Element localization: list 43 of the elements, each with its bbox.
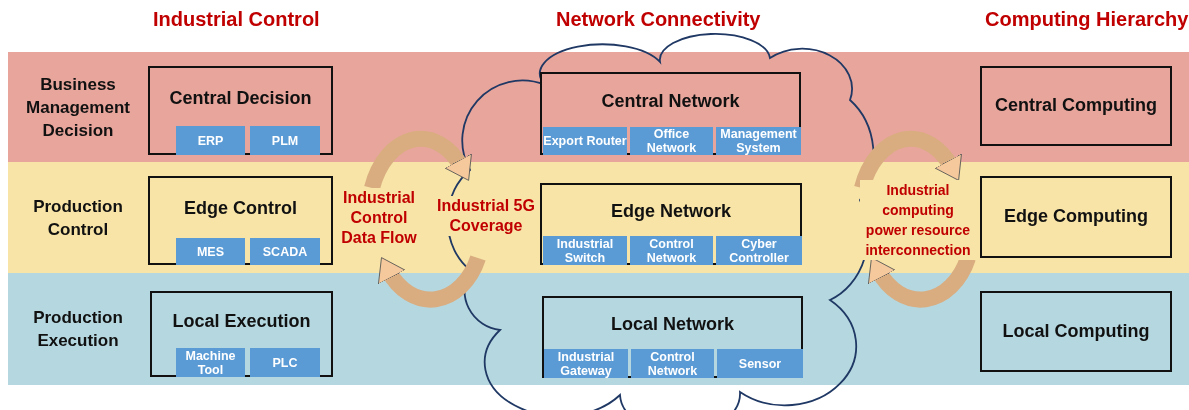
column-heading: Industrial Control bbox=[153, 8, 320, 31]
column-heading: Network Connectivity bbox=[556, 8, 761, 31]
layer-band bbox=[8, 52, 1189, 162]
component-tile: MES bbox=[176, 238, 245, 265]
box-title: Central Decision bbox=[168, 87, 313, 109]
box-title: Edge Control bbox=[183, 197, 298, 219]
component-tile: Sensor bbox=[717, 349, 803, 378]
box-title: Edge Computing bbox=[1003, 206, 1149, 227]
column-heading: Computing Hierarchy bbox=[985, 8, 1189, 31]
component-tile: Industrial Switch bbox=[543, 236, 627, 265]
level-box bbox=[980, 66, 1172, 146]
box-title: Central Network bbox=[600, 90, 741, 112]
component-tile: PLC bbox=[250, 348, 320, 377]
component-tile: Machine Tool bbox=[176, 348, 245, 377]
component-tile: Export Router bbox=[543, 127, 627, 155]
layer-band bbox=[8, 273, 1189, 385]
layer-label: Production Control bbox=[32, 195, 124, 241]
level-box bbox=[540, 72, 801, 155]
component-tile: Control Network bbox=[631, 349, 714, 378]
level-box bbox=[980, 176, 1172, 258]
box-title: Local Execution bbox=[171, 311, 312, 332]
cycle-label: Industrial 5G Coverage bbox=[436, 196, 536, 236]
component-tile: Control Network bbox=[630, 236, 713, 265]
layer-label: Business Management Decision bbox=[25, 73, 131, 142]
level-box bbox=[150, 291, 333, 377]
box-title: Local Computing bbox=[1001, 320, 1151, 342]
level-box bbox=[980, 291, 1172, 372]
component-tile: Management System bbox=[716, 127, 801, 155]
level-box bbox=[148, 176, 333, 265]
level-box bbox=[148, 66, 333, 155]
level-box bbox=[540, 183, 802, 265]
box-title: Edge Network bbox=[610, 201, 732, 222]
component-tile: Office Network bbox=[630, 127, 713, 155]
layer-label: Production Execution bbox=[32, 307, 124, 352]
component-tile: PLM bbox=[250, 126, 320, 155]
component-tile: SCADA bbox=[250, 238, 320, 265]
cycle-label: Industrial computing power resource interconnection bbox=[860, 180, 976, 260]
level-box bbox=[542, 296, 803, 378]
component-tile: ERP bbox=[176, 126, 245, 155]
component-tile: Industrial Gateway bbox=[544, 349, 628, 378]
box-title: Central Computing bbox=[994, 95, 1158, 116]
box-title: Local Network bbox=[610, 314, 735, 335]
component-tile: Cyber Controller bbox=[716, 236, 802, 265]
